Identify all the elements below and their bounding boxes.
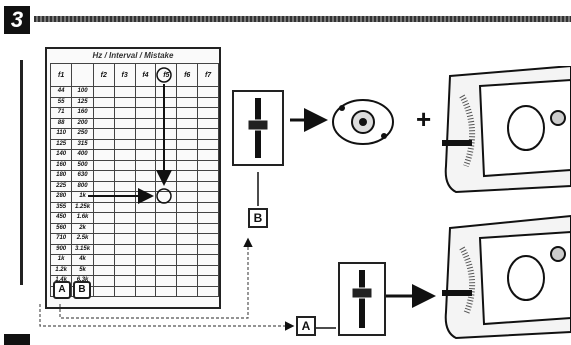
step-number-badge: 3 xyxy=(4,6,30,34)
table-cell xyxy=(197,212,219,224)
table-cell xyxy=(197,243,219,255)
side-bar xyxy=(20,60,23,285)
table-cell: f4 xyxy=(134,63,157,87)
table-button-a[interactable]: A xyxy=(53,281,71,299)
device-top-image xyxy=(442,66,571,194)
label-a: A xyxy=(296,316,316,336)
table-cell: 900 xyxy=(49,243,73,255)
table-cell xyxy=(197,222,219,234)
header-rule xyxy=(34,16,571,22)
table-cell: 125 xyxy=(49,138,73,150)
table-cell xyxy=(197,159,219,171)
table-cell: f2 xyxy=(92,63,115,87)
table-cell xyxy=(197,191,219,203)
fader-a-image xyxy=(338,262,386,336)
table-cell xyxy=(197,201,219,213)
knob-icon xyxy=(332,99,394,145)
table-cell: 710 xyxy=(49,233,73,245)
device-bottom-image xyxy=(442,214,571,340)
path-to-b xyxy=(59,237,253,319)
table-cell xyxy=(197,285,219,297)
path-to-a xyxy=(39,304,295,331)
column-circle xyxy=(156,67,172,83)
table-cell: 355 xyxy=(49,201,73,213)
fader-b-image xyxy=(232,90,284,166)
table-cell xyxy=(197,149,219,161)
table-cell xyxy=(197,138,219,150)
table-cell: 560 xyxy=(49,222,73,234)
table-title: Hz / Interval / Mistake xyxy=(92,51,174,60)
table-cell: 450 xyxy=(49,212,73,224)
table-cell: 180 xyxy=(49,170,73,182)
table-cell: 110 xyxy=(49,128,73,140)
intersection-circle xyxy=(156,188,172,204)
table-cell xyxy=(197,180,219,192)
table-cell: 140 xyxy=(49,149,73,161)
table-row: 1.4k6.3k xyxy=(49,275,219,287)
table-cell xyxy=(197,170,219,182)
table-cell: 160 xyxy=(49,159,73,171)
table-cell: f1 xyxy=(49,63,73,87)
label-b: B xyxy=(248,208,268,228)
plus-sign: + xyxy=(416,104,432,134)
table-cell: 280 xyxy=(49,191,73,203)
table-cell: 225 xyxy=(49,180,73,192)
next-step-badge xyxy=(4,334,30,345)
table-button-b[interactable]: B xyxy=(73,281,91,299)
table-cell xyxy=(197,233,219,245)
table-cell: f7 xyxy=(197,63,219,87)
table-cell xyxy=(197,128,219,140)
